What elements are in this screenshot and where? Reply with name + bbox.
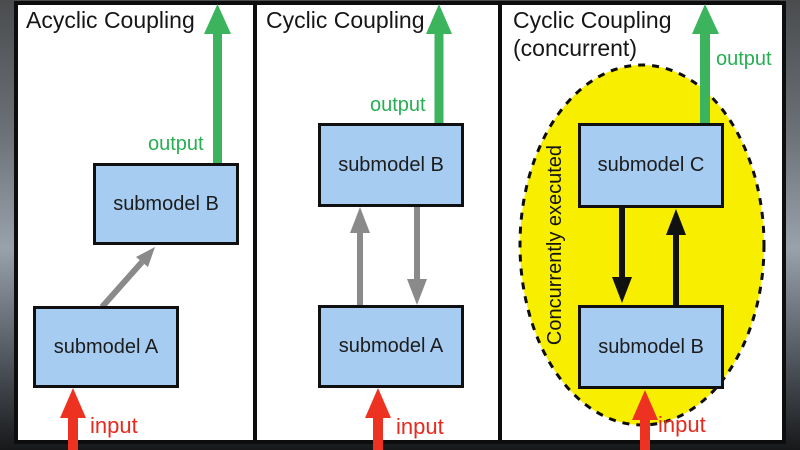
p3-submodel-c-label: submodel C <box>597 154 705 176</box>
p1-submodel-a-box: submodel A <box>33 306 179 388</box>
p3-output-label: output <box>716 48 772 70</box>
p2-submodel-a-label: submodel A <box>338 335 444 357</box>
p2-output-label: output <box>370 94 426 116</box>
p2-submodel-b-label: submodel B <box>338 153 444 176</box>
p1-submodel-b-box: submodel B <box>93 163 239 245</box>
p1-output-label: output <box>148 133 204 155</box>
p2-submodel-a-box: submodel A <box>318 305 464 388</box>
p3-title: Cyclic Coupling (concurrent) <box>513 6 672 62</box>
p1-title: Acyclic Coupling <box>26 7 195 33</box>
p3-submodel-b-box: submodel B <box>578 305 724 389</box>
p3-concurrent-annotation: Concurrently executed <box>544 144 566 346</box>
p2-submodel-b-box: submodel B <box>318 123 464 207</box>
p3-input-label: input <box>658 412 706 437</box>
p3-title-line2: (concurrent) <box>513 35 637 62</box>
p3-submodel-c-box: submodel C <box>578 123 724 208</box>
p3-submodel-b-label: submodel B <box>598 335 704 358</box>
p1-submodel-a-label: submodel A <box>53 335 159 358</box>
p1-input-label: input <box>90 413 138 438</box>
p2-title: Cyclic Coupling <box>266 7 425 33</box>
p2-input-label: input <box>396 414 444 439</box>
p1-submodel-b-label: submodel B <box>113 192 219 215</box>
p3-title-line1: Cyclic Coupling <box>513 7 672 33</box>
